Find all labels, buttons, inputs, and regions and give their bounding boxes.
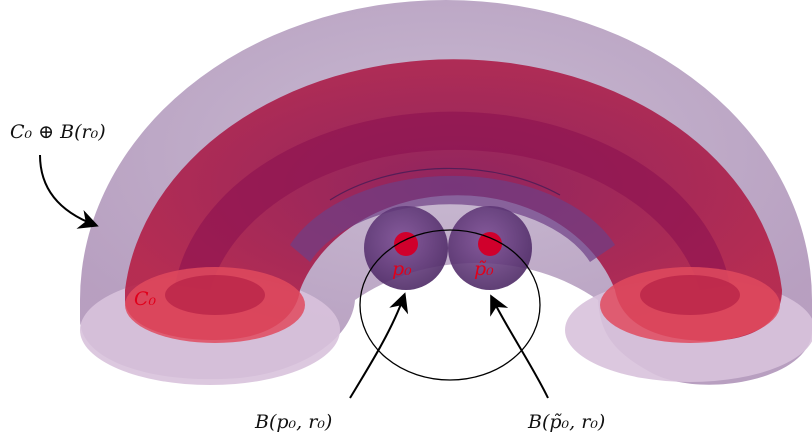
inner-arch-band [290, 175, 615, 262]
point-p0-tilde [478, 232, 502, 256]
arrow-ball-p0 [349, 292, 409, 399]
label-ball-p0-tilde: B(p̃₀, r₀) [527, 411, 605, 433]
point-p0 [394, 232, 418, 256]
inner-tube [125, 59, 782, 343]
label-p0-tilde: p̃₀ [474, 258, 494, 280]
inner-arch-line [329, 167, 561, 201]
label-inner-set: C₀ [134, 288, 157, 310]
label-ball-p0: B(p₀, r₀) [254, 411, 332, 433]
label-outer-set: C₀ ⊕ B(r₀) [10, 121, 106, 143]
label-p0: p₀ [392, 258, 412, 280]
arrow-ball-p0-tilde [490, 294, 549, 399]
arrow-outer-set [39, 154, 99, 229]
black-circle-curve [359, 229, 541, 381]
